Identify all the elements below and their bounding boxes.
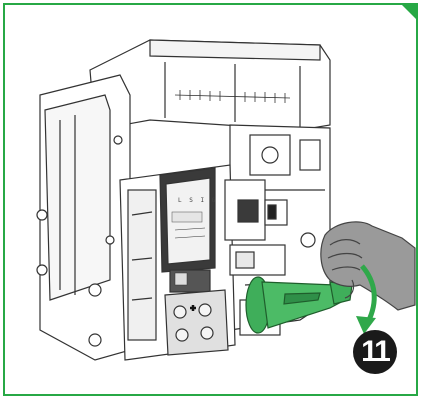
step-number-badge: 11 [353, 330, 397, 374]
frame-corner-icon [402, 5, 416, 19]
trip-unit-label: L S I G [178, 197, 218, 204]
breaker-front-panel [119, 164, 236, 361]
down-arrow-icon [356, 264, 377, 334]
chassis-side-plate [36, 74, 131, 361]
gloved-hand-icon [320, 221, 416, 311]
racking-handle [245, 276, 353, 334]
breaker-housing [89, 39, 331, 131]
